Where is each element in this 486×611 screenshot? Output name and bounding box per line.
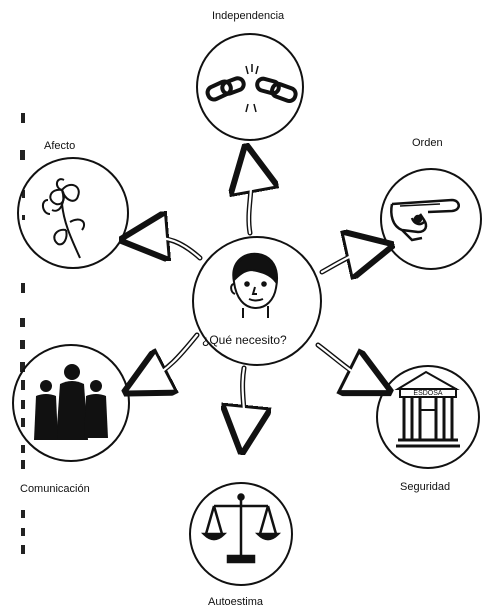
flower-icon bbox=[42, 178, 86, 259]
center-circle bbox=[192, 236, 322, 366]
broken-chain-icon bbox=[205, 64, 298, 113]
node-label-afecto: Afecto bbox=[44, 140, 76, 152]
node-circle-autoestima bbox=[189, 482, 293, 586]
arrow-to-comunicacion bbox=[145, 332, 200, 382]
node-circle-orden bbox=[380, 168, 482, 270]
node-label-seguridad: Seguridad bbox=[400, 481, 451, 493]
node-label-comunicacion: Comunicación bbox=[20, 483, 90, 495]
bank-sign: ESDOSA bbox=[413, 390, 443, 397]
people-group-icon bbox=[34, 364, 108, 440]
node-circle-seguridad bbox=[376, 365, 480, 469]
balance-scale-icon bbox=[200, 493, 282, 564]
node-circle-comunicacion bbox=[12, 344, 130, 462]
bank-building-icon bbox=[394, 370, 460, 448]
node-label-autoestima: Autoestima bbox=[208, 596, 264, 608]
node-circle-afecto bbox=[17, 157, 129, 269]
person-face-icon bbox=[230, 252, 278, 318]
pointing-hand-icon bbox=[390, 198, 460, 242]
center-label: ¿Qué necesito? bbox=[202, 333, 287, 347]
page-edge-marks bbox=[20, 113, 25, 554]
node-label-orden: Orden bbox=[412, 137, 443, 149]
node-label-independencia: Independencia bbox=[212, 10, 285, 22]
